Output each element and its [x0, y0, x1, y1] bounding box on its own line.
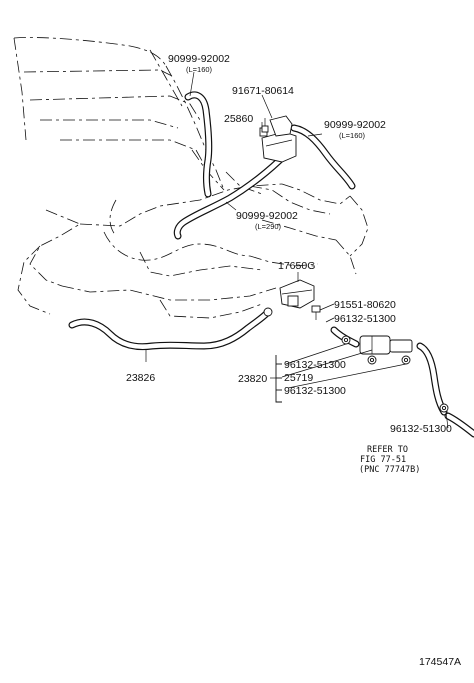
part-label-4: 90999-92002 [324, 119, 386, 131]
reference-line-2: FIG 77-51 [360, 455, 406, 465]
part-note-5: (L=290) [255, 222, 282, 231]
hose-lower-right [444, 412, 474, 438]
vsv-25860 [259, 115, 297, 163]
part-label-9: 96132-51300 [284, 359, 346, 371]
hose-23826 [68, 310, 270, 351]
clip-23826-end [263, 307, 273, 317]
filter-25719 [359, 335, 413, 355]
part-label-10: 25719 [284, 372, 313, 384]
hose-center-long [173, 152, 288, 240]
clip-96132-c [401, 355, 411, 365]
vsv-17650g [279, 279, 315, 309]
reference-line-1: REFER TO [367, 445, 408, 455]
reference-line-3: (PNC 77747B) [359, 465, 420, 475]
bolt-91671-80614 [261, 118, 269, 133]
engine-outline [13, 37, 369, 319]
part-label-3: 25860 [224, 113, 253, 125]
part-note-4: (L=160) [339, 131, 366, 140]
figure-id: 174547A [419, 656, 461, 668]
part-label-7: 91551-80620 [334, 299, 396, 311]
hose-upper-left [184, 91, 213, 198]
hose-23820-right [416, 342, 448, 416]
clip-96132-d [439, 403, 449, 413]
hose-right-long [290, 124, 356, 190]
part-label-5: 90999-92002 [236, 210, 298, 222]
part-label-12: 23820 [238, 373, 267, 385]
part-label-11: 96132-51300 [284, 385, 346, 397]
part-label-6: 17650G [278, 260, 315, 272]
part-note-1: (L=160) [186, 65, 213, 74]
clip-96132-a [341, 335, 351, 345]
part-label-8: 96132-51300 [334, 313, 396, 325]
part-label-13: 23826 [126, 372, 155, 384]
bolt-91551-80620 [311, 305, 321, 320]
part-label-14: 96132-51300 [390, 423, 452, 435]
leader-lines [145, 71, 449, 429]
clip-96132-b [367, 355, 377, 365]
reference-note: REFER TO FIG 77-51 (PNC 77747B) [359, 445, 420, 475]
part-label-2: 91671-80614 [232, 85, 294, 97]
part-label-1: 90999-92002 [168, 53, 230, 65]
